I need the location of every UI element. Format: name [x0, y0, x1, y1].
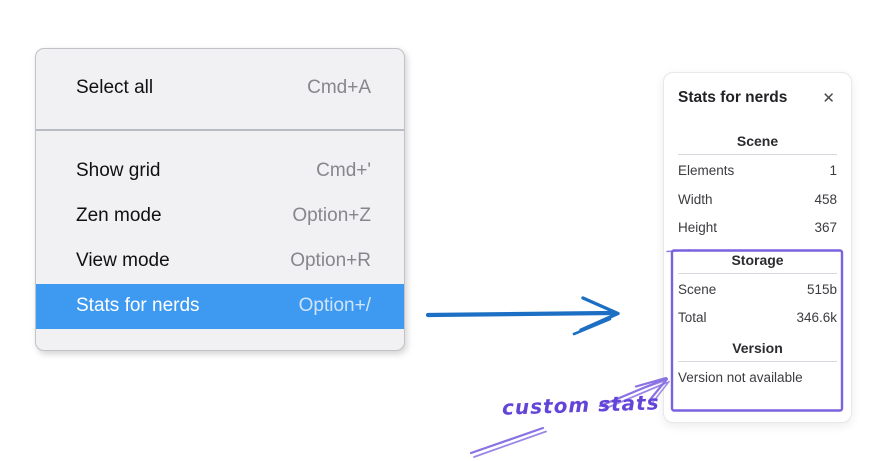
menu-item-view-mode[interactable]: View mode Option+R — [36, 239, 404, 284]
menu-divider — [36, 129, 404, 131]
menu-item-stats-for-nerds[interactable]: Stats for nerds Option+/ — [36, 283, 404, 329]
stats-panel-header: Stats for nerds ✕ — [678, 85, 837, 111]
context-menu: Select all Cmd+A Show grid Cmd+' Zen mod… — [35, 48, 405, 351]
stat-value: 515b — [806, 281, 837, 297]
stats-section-storage: Storage Scene 515b Total 346.6k — [678, 252, 837, 333]
menu-item-shortcut: Option+/ — [298, 295, 371, 316]
menu-item-label: View mode — [76, 250, 170, 271]
stat-value: 346.6k — [796, 310, 837, 325]
section-divider — [678, 154, 837, 155]
stats-panel: Stats for nerds ✕ Scene Elements 1 Width… — [663, 72, 852, 423]
section-heading: Version — [732, 339, 783, 356]
stat-value: 1 — [829, 163, 837, 178]
stats-section-version: Version Version not available — [678, 340, 837, 392]
menu-item-label: Show grid — [76, 160, 161, 181]
stat-value: 367 — [814, 220, 837, 235]
stat-label: Width — [678, 191, 713, 207]
menu-item-zen-mode[interactable]: Zen mode Option+Z — [36, 194, 404, 239]
section-heading: Scene — [736, 133, 779, 149]
menu-item-select-all[interactable]: Select all Cmd+A — [36, 65, 404, 110]
stat-label: Scene — [678, 281, 717, 297]
stat-row-scene-size: Scene 515b — [678, 276, 837, 305]
stat-value: 458 — [814, 191, 837, 207]
custom-stats-annotation: custom stats — [501, 390, 660, 420]
pointer-arrow — [425, 296, 620, 336]
menu-item-shortcut: Option+R — [290, 250, 371, 271]
version-note: Version not available — [678, 369, 803, 385]
menu-item-shortcut: Cmd+' — [316, 160, 371, 181]
menu-item-label: Stats for nerds — [76, 295, 200, 316]
stat-row-total-size: Total 346.6k — [678, 304, 837, 333]
custom-stats-arrow — [469, 376, 670, 458]
stat-row-width: Width 458 — [678, 186, 837, 215]
menu-item-show-grid[interactable]: Show grid Cmd+' — [36, 149, 404, 194]
stats-section-scene: Scene Elements 1 Width 458 Height 367 — [678, 133, 837, 243]
stat-row-elements: Elements 1 — [678, 157, 837, 186]
menu-item-shortcut: Option+Z — [292, 205, 371, 226]
close-icon[interactable]: ✕ — [822, 89, 835, 107]
menu-item-label: Select all — [76, 76, 154, 98]
stat-label: Total — [678, 310, 707, 325]
menu-item-label: Zen mode — [76, 205, 162, 226]
stat-row-height: Height 367 — [678, 214, 837, 243]
stat-label: Height — [678, 220, 718, 235]
stat-label: Elements — [678, 163, 735, 178]
section-divider — [678, 272, 837, 274]
section-divider — [678, 360, 837, 362]
menu-item-shortcut: Cmd+A — [307, 76, 371, 98]
section-heading: Storage — [731, 251, 784, 268]
stats-panel-title: Stats for nerds — [678, 89, 788, 106]
